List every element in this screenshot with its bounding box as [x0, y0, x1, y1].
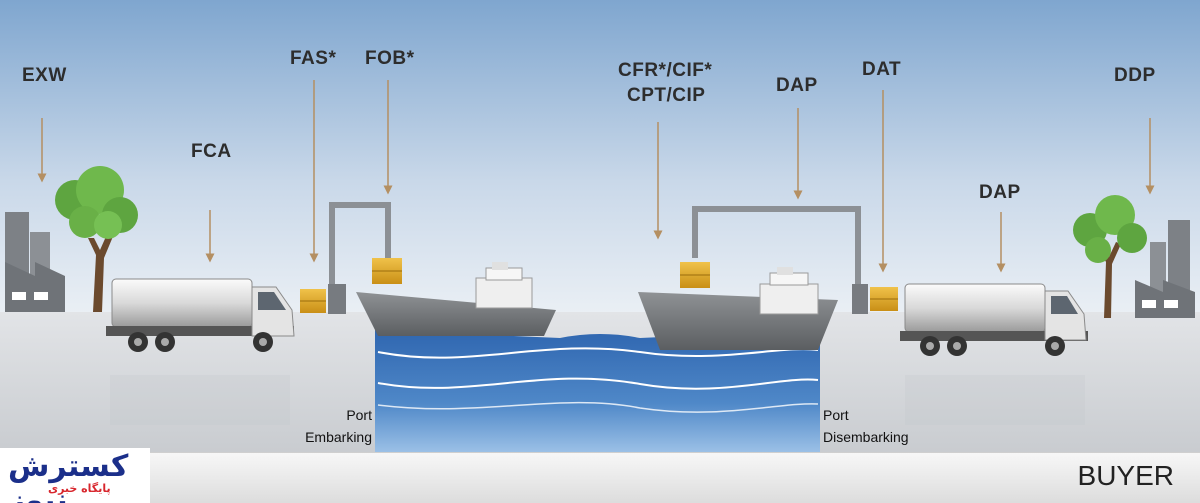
crane-right: [692, 206, 861, 286]
port-disembarking-line2: Disembarking: [823, 429, 909, 445]
ship-departing: [356, 262, 556, 336]
port-embarking-line2: Embarking: [305, 429, 372, 445]
dock-post-right: [852, 284, 868, 314]
term-label-exw: EXW: [22, 65, 67, 86]
ground-reflection: [110, 375, 1085, 425]
truck-seller: [106, 278, 295, 352]
cargo-box: [870, 287, 898, 311]
seller-factory: [5, 212, 65, 312]
buyer-label: BUYER: [1077, 460, 1174, 491]
term-label-ddp: DDP: [1114, 65, 1156, 86]
sky: [0, 0, 1200, 330]
watermark-main-text: کسترش نیوز: [8, 449, 129, 503]
watermark-logo: کسترش نیوز پایگاه خبری: [0, 448, 150, 503]
bottom-bar: [0, 452, 1200, 503]
cargo-box: [372, 258, 402, 284]
term-label-dat: DAT: [862, 59, 902, 80]
truck-buyer: [900, 283, 1088, 356]
watermark-sub-text: پایگاه خبری: [48, 482, 111, 495]
term-label-fas: FAS*: [290, 48, 337, 69]
tree-right: [1073, 195, 1147, 318]
term-label-dap-truck: DAP: [979, 182, 1021, 203]
tree-left: [55, 166, 138, 312]
water: [375, 330, 820, 452]
crane-left: [329, 202, 391, 284]
port-disembarking-line1: Port: [823, 407, 849, 423]
port-embarking-line1: Port: [346, 407, 372, 423]
wave-line: [377, 377, 819, 390]
cargo-box: [300, 289, 326, 313]
port-embarking-label: Port Embarking: [288, 404, 372, 448]
wave-line: [377, 401, 819, 413]
wave-line: [377, 347, 819, 359]
term-label-cpt-cip: CPT/CIP: [627, 85, 706, 106]
dock-post-left: [328, 284, 346, 314]
term-label-dap-ship: DAP: [776, 75, 818, 96]
cargo-box: [680, 262, 710, 288]
ship-arriving: [638, 267, 838, 350]
term-label-fca: FCA: [191, 141, 232, 162]
term-label-cfr-cif: CFR*/CIF*: [618, 60, 713, 81]
term-label-fob: FOB*: [365, 48, 415, 69]
port-disembarking-label: Port Disembarking: [823, 404, 909, 448]
buyer-factory: [1135, 220, 1195, 318]
